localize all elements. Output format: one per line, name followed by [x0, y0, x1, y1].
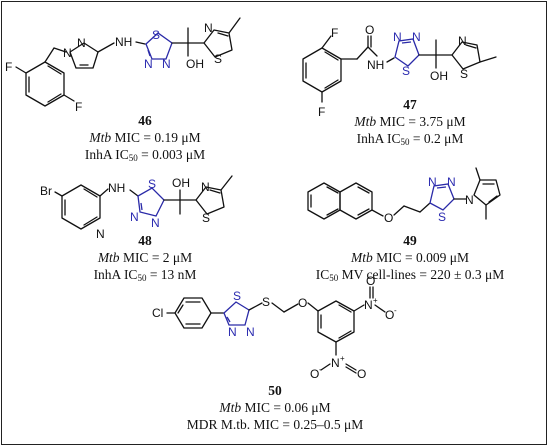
- atom-o: O: [366, 274, 375, 288]
- atom-n: N: [201, 180, 210, 194]
- atom-o: O: [298, 296, 307, 310]
- atom-cl: Cl: [152, 306, 163, 320]
- mdr-line: MDR M.tb. MIC = 0.25–0.5 μM: [186, 417, 364, 432]
- caption-47: 47 Mtb MIC = 3.75 μM InhA IC50 = 0.2 μM: [290, 96, 530, 151]
- structure-47: F F O NH N N S OH N S: [302, 23, 497, 119]
- compound-number: 48: [138, 233, 152, 248]
- atom-s: S: [148, 177, 156, 191]
- atom-f: F: [331, 26, 338, 40]
- atom-o: O: [310, 367, 319, 381]
- structure-50: Cl S N N S O N + O O - N + O: [152, 274, 397, 381]
- atom-o: O: [385, 308, 394, 322]
- structure-49: O N N S N: [307, 167, 501, 225]
- atom-s: S: [402, 64, 410, 78]
- mic-line: Mtb MIC = 0.06 μM: [219, 400, 331, 415]
- atom-s: S: [460, 67, 468, 81]
- atom-f: F: [75, 100, 82, 114]
- atom-o: O: [384, 211, 393, 225]
- atom-n: N: [246, 325, 255, 339]
- caption-49: 49 Mtb MIC = 0.009 μM IC50 MV cell-lines…: [290, 232, 530, 287]
- structure-48: Br N NH N N S OH N S: [40, 175, 233, 241]
- atom-n: N: [63, 46, 72, 60]
- atom-s: S: [202, 211, 210, 225]
- caption-50: 50 Mtb MIC = 0.06 μM MDR M.tb. MIC = 0.2…: [130, 382, 420, 437]
- charge-minus: -: [319, 365, 322, 374]
- caption-46: 46 Mtb MIC = 0.19 μM InhA IC50 = 0.003 μ…: [20, 112, 270, 167]
- atom-s: S: [262, 295, 270, 309]
- atom-n: N: [364, 298, 373, 312]
- ic50-line: IC50 MV cell-lines = 220 ± 0.3 μM: [315, 267, 505, 283]
- atom-s: S: [214, 52, 222, 66]
- atom-o: O: [365, 23, 374, 37]
- charge-plus: +: [340, 354, 345, 363]
- atom-n: N: [162, 57, 171, 71]
- atom-nh: NH: [367, 58, 384, 72]
- ic50-line: InhA IC50 = 0.2 μM: [356, 131, 464, 147]
- atom-oh: OH: [172, 176, 190, 190]
- atom-nh: NH: [115, 35, 132, 49]
- charge-minus: -: [394, 306, 397, 315]
- atom-s: S: [152, 28, 160, 42]
- atom-f: F: [318, 105, 325, 119]
- atom-n: N: [412, 30, 421, 44]
- atom-s: S: [438, 210, 446, 224]
- atom-n: N: [130, 210, 139, 224]
- atom-n: N: [428, 175, 437, 189]
- atom-o: O: [357, 367, 366, 381]
- compound-number: 49: [403, 233, 417, 248]
- compound-number: 47: [403, 97, 417, 112]
- atom-n: N: [96, 227, 105, 241]
- caption-48: 48 Mtb MIC = 2 μM InhA IC50 = 13 nM: [20, 232, 270, 287]
- atom-oh: OH: [430, 69, 448, 83]
- atom-n: N: [465, 193, 474, 207]
- compound-number: 46: [138, 113, 152, 128]
- mic-line: Mtb MIC = 0.009 μM: [351, 250, 469, 265]
- atom-n: N: [204, 21, 213, 35]
- atom-n: N: [331, 356, 340, 370]
- mic-line: Mtb MIC = 0.19 μM: [89, 130, 201, 145]
- atom-n: N: [393, 30, 402, 44]
- atom-s: S: [233, 289, 241, 303]
- mic-line: Mtb MIC = 3.75 μM: [354, 114, 466, 129]
- charge-plus: +: [373, 296, 378, 305]
- atom-oh: OH: [186, 57, 204, 71]
- structure-46: F F N N NH S N N OH N S: [5, 17, 241, 114]
- atom-n: N: [144, 57, 153, 71]
- mic-line: Mtb MIC = 2 μM: [97, 250, 193, 265]
- atom-br: Br: [40, 184, 52, 198]
- atom-nh: NH: [108, 181, 125, 195]
- atom-n: N: [151, 216, 160, 230]
- ic50-line: InhA IC50 = 13 nM: [93, 267, 197, 283]
- atom-n: N: [458, 34, 467, 48]
- atom-n: N: [447, 175, 456, 189]
- atom-f: F: [5, 60, 12, 74]
- atom-n: N: [77, 36, 86, 50]
- ic50-line: InhA IC50 = 0.003 μM: [84, 147, 206, 163]
- atom-n: N: [228, 325, 237, 339]
- compound-number: 50: [268, 383, 282, 398]
